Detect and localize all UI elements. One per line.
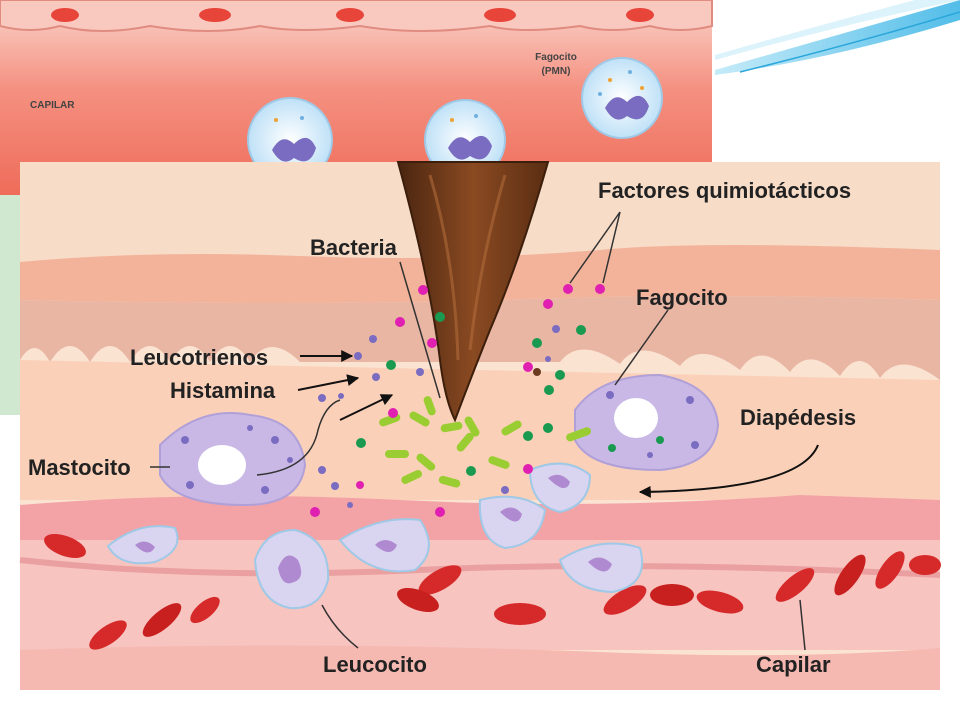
phagocyte-cell [574,373,720,472]
label-leucocito: Leucocito [323,652,427,677]
red-blood-cells [44,533,941,650]
pmn-cell [581,57,663,139]
main-inflammation-panel: Factores quimiotácticos Bacteria Fagocit… [19,161,941,690]
slide-decoration [715,0,960,75]
splinter [396,161,550,423]
label-arrows [297,350,819,498]
fagocito-pmn-label: Fagocito [535,52,577,63]
label-capilar: Capilar [756,652,831,677]
label-diapedesis: Diapédesis [740,405,856,430]
label-histamina: Histamina [170,378,276,403]
label-leucotrienos: Leucotrienos [130,345,268,370]
endothelial-nucleus [51,8,654,22]
pmn-cell [247,97,333,183]
pmn-cell [424,99,506,181]
capilar-top-label: CAPILAR [30,100,75,111]
label-factores-quimiotacticos: Factores quimiotácticos [598,178,851,203]
label-pointers [150,211,806,651]
lower-capillary [19,495,941,690]
chemotactic-dots [310,284,605,517]
label-fagocito: Fagocito [636,285,728,310]
leucocyte-cells [106,462,644,610]
fagocito-pmn-sublabel: (PMN) [542,66,571,77]
label-mastocito: Mastocito [28,455,131,480]
label-bacteria: Bacteria [310,235,398,260]
mastocyte-cell [159,412,307,507]
